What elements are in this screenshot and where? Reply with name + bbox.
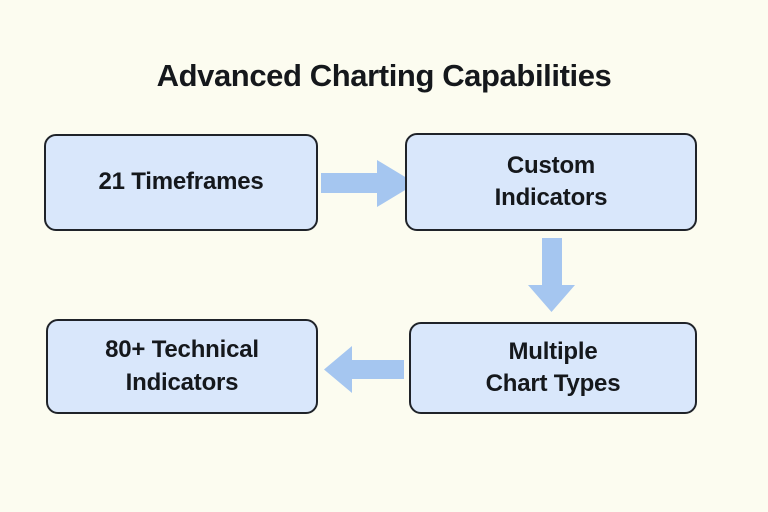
arrow-left-icon [324,346,404,393]
node-custom-indicators: Custom Indicators [405,133,697,231]
node-multiple-chart-types: Multiple Chart Types [409,322,697,414]
arrow-down-icon [528,238,575,312]
arrow-right-shape [321,160,416,207]
node-timeframes: 21 Timeframes [44,134,318,231]
arrow-left-shape [324,346,404,393]
node-technical-indicators: 80+ Technical Indicators [46,319,318,414]
arrow-down-shape [528,238,575,312]
page-title: Advanced Charting Capabilities [156,58,612,93]
arrow-right-icon [321,160,416,207]
